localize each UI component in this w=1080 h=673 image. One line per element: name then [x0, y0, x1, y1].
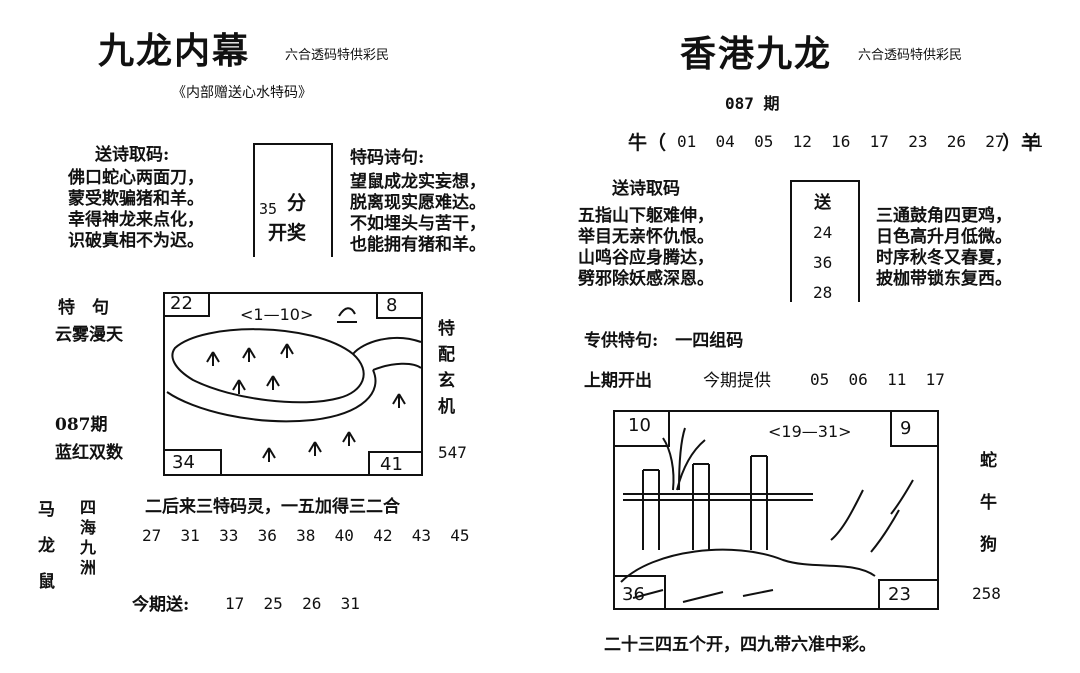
right-poem: 五指山下躯难伸， 举目无亲怀仇恨。 山鸣谷应身腾达， 劈邪除妖感深恩。: [578, 206, 714, 290]
right-special-line: 日色高升月低微。: [876, 227, 1012, 247]
right-send-value: 24: [813, 223, 833, 242]
right-poem-line: 山鸣谷应身腾达，: [578, 248, 714, 268]
right-poem-line: 五指山下躯难伸，: [578, 206, 714, 226]
left-sihai-char: 四: [80, 498, 97, 517]
right-special-line: 三通鼓角四更鸡，: [876, 206, 1012, 226]
right-ox-close: ）羊: [1002, 132, 1041, 154]
right-ox-label: 牛（: [628, 132, 667, 154]
left-title: 九龙内幕: [98, 30, 251, 72]
left-side-char: 特: [438, 319, 455, 339]
right-poem-heading: 送诗取码: [612, 179, 680, 199]
left-note: 《内部赠送心水特码》: [172, 85, 312, 101]
left-numbers: 27 31 33 36 38 40 42 43 45: [142, 526, 470, 545]
right-send-label: 送: [814, 193, 832, 213]
right-send-value: 36: [813, 253, 833, 272]
right-send-column: 送 24 36 28: [813, 188, 832, 308]
left-pic-corner-bl: 34: [172, 452, 195, 473]
left-pic-corner-br: 41: [380, 454, 403, 475]
right-animal: 牛: [980, 493, 997, 513]
left-poem-line: 识破真相不为迟。: [68, 231, 204, 251]
left-special-line: 不如埋头与苦干，: [350, 214, 486, 234]
right-pic-corner-bl: 36: [622, 584, 645, 605]
left-side-vertical: 特 配 玄 机: [438, 316, 455, 420]
right-ox-numbers: 01 04 05 12 16 17 23 26 27 31: [677, 132, 1044, 151]
left-special-heading: 特码诗句:: [350, 148, 425, 168]
right-issue: 087 期: [725, 94, 780, 113]
left-poem-line: 幸得神龙来点化，: [68, 210, 204, 230]
right-picture-frame: [613, 410, 939, 610]
left-special-line: 脱离现实愿难达。: [350, 193, 486, 213]
right-special-line: 时序秋冬又春夏，: [876, 248, 1012, 268]
left-side-char: 机: [438, 397, 455, 417]
left-sihai-char: 九: [80, 538, 97, 557]
left-tejv-value: 云雾漫天: [55, 325, 123, 345]
right-animal: 狗: [980, 535, 997, 555]
right-animal: 蛇: [980, 451, 997, 471]
left-draw-box: [253, 143, 333, 257]
left-issue-desc: 蓝红双数: [55, 443, 123, 463]
right-special-sentence: 专供特句: 一四组码: [584, 331, 744, 351]
right-provide-numbers: 05 06 11 17: [810, 370, 945, 389]
left-issue: 087期: [55, 415, 108, 435]
left-gift-numbers: 17 25 26 31: [225, 594, 360, 613]
left-box-line1: 分: [287, 192, 307, 214]
left-zodiac-char: 马: [38, 500, 55, 520]
right-provide-label: 今期提供: [703, 371, 771, 391]
right-animals-vertical: 蛇 牛 狗: [980, 440, 997, 566]
left-rule-text: 二后来三特码灵，一五加得三二合: [145, 497, 400, 517]
left-special-poem: 望鼠成龙实妄想， 脱离现实愿难达。 不如埋头与苦干， 也能拥有猪和羊。: [350, 172, 486, 256]
left-gift-label: 今期送:: [132, 595, 190, 615]
left-poem-line: 蒙受欺骗猪和羊。: [68, 189, 204, 209]
left-poem-heading: 送诗取码:: [95, 145, 170, 165]
right-subtitle: 六合透码特供彩民: [858, 48, 963, 63]
right-bottom-text: 二十三四五个开，四九带六准中彩。: [604, 635, 876, 655]
left-sihai-vertical: 四 海 九 洲: [80, 498, 96, 578]
left-poem: 佛口蛇心两面刀， 蒙受欺骗猪和羊。 幸得神龙来点化， 识破真相不为迟。: [68, 168, 204, 252]
right-picture-drawing: [615, 412, 937, 608]
right-send-box: [790, 180, 860, 302]
left-side-number: 547: [438, 443, 467, 462]
right-side-number: 258: [972, 584, 1001, 603]
right-poem-line: 劈邪除妖感深恩。: [578, 269, 714, 289]
left-special-line: 望鼠成龙实妄想，: [350, 172, 486, 192]
right-pic-corner-br: 23: [888, 584, 911, 605]
left-pic-corner-tl: 22: [170, 293, 193, 314]
left-poem-line: 佛口蛇心两面刀，: [68, 168, 204, 188]
left-pic-range: <1—10>: [240, 305, 314, 324]
right-send-value: 28: [813, 283, 833, 302]
left-picture-drawing: [165, 294, 422, 474]
right-title: 香港九龙: [680, 33, 833, 75]
left-sihai-char: 洲: [80, 558, 97, 577]
left-zodiac-char: 鼠: [38, 572, 55, 592]
left-sihai-char: 海: [80, 518, 97, 537]
right-pic-range: <19—31>: [768, 422, 852, 441]
left-side-char: 配: [438, 345, 455, 365]
left-special-line: 也能拥有猪和羊。: [350, 235, 486, 255]
right-pic-corner-tr: 9: [900, 418, 912, 439]
left-pic-corner-tr: 8: [386, 295, 398, 316]
right-special-line: 披枷带锁东复西。: [876, 269, 1012, 289]
left-tejv-label: 特 句: [58, 298, 109, 318]
right-pic-corner-tl: 10: [628, 415, 651, 436]
left-box-num: 35: [259, 200, 278, 218]
left-zodiac-char: 龙: [38, 536, 55, 556]
left-box-line2: 开奖: [268, 222, 307, 244]
left-zodiac-vertical: 马 龙 鼠: [38, 492, 55, 600]
right-last-label: 上期开出: [584, 371, 652, 391]
right-special-poem: 三通鼓角四更鸡， 日色高升月低微。 时序秋冬又春夏， 披枷带锁东复西。: [876, 206, 1012, 290]
left-picture-frame: [163, 292, 423, 476]
left-side-char: 玄: [438, 371, 455, 391]
right-poem-line: 举目无亲怀仇恨。: [578, 227, 714, 247]
left-subtitle: 六合透码特供彩民: [285, 48, 390, 63]
